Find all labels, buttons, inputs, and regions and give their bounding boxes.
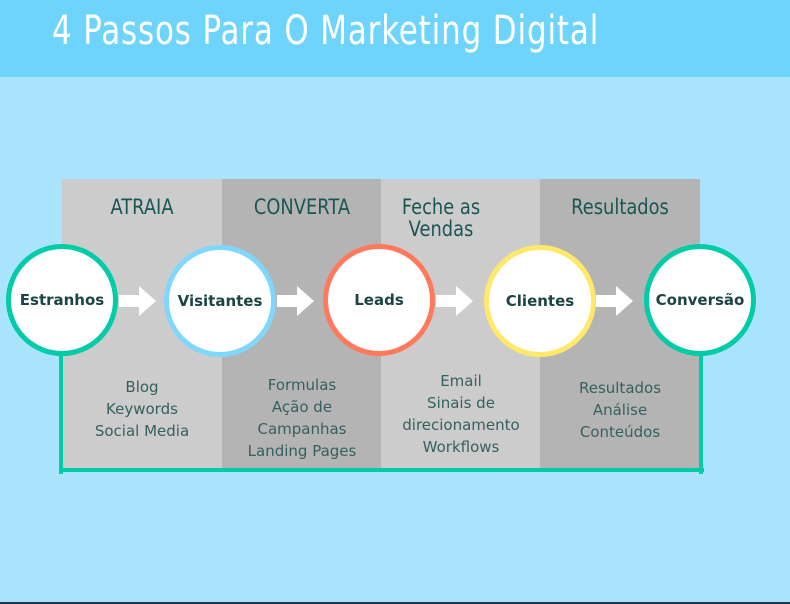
column-item: Social Media <box>94 422 190 440</box>
bottom-border <box>0 602 790 604</box>
connector-line-bottom <box>59 468 704 472</box>
arrow-right-icon <box>436 286 473 316</box>
header-banner: 4 Passos Para O Marketing Digital <box>0 0 790 77</box>
page-title: 4 Passos Para O Marketing Digital <box>52 8 600 54</box>
stage-visitantes: Visitantes <box>164 245 276 357</box>
column-item: direcionamento <box>402 416 520 434</box>
arrow-right-icon <box>119 286 156 316</box>
column-item: Resultados <box>578 379 662 397</box>
column-item: Análise <box>592 401 648 419</box>
column-heading: Feche as Vendas <box>401 195 481 241</box>
column-item: Formulas <box>267 376 337 394</box>
stage-conversao: Conversão <box>644 244 756 356</box>
stage-label: Clientes <box>505 292 575 310</box>
column-item: Workflows <box>422 438 500 456</box>
column-heading: CONVERTA <box>253 195 351 219</box>
column-item: Email <box>440 372 482 390</box>
column-heading: Resultados <box>571 195 669 219</box>
column-item: Conteúdos <box>579 423 661 441</box>
column-heading: ATRAIA <box>110 195 174 219</box>
stage-leads: Leads <box>323 244 435 356</box>
column-item: Ação de <box>271 398 333 416</box>
stage-estranhos: Estranhos <box>6 244 118 356</box>
column-item: Blog <box>125 378 159 396</box>
column-item: Campanhas <box>257 420 347 438</box>
arrow-right-icon <box>596 286 633 316</box>
stage-label: Estranhos <box>19 291 105 309</box>
connector-line-left <box>59 350 63 474</box>
stage-label: Conversão <box>655 291 745 309</box>
stage-label: Visitantes <box>177 292 263 310</box>
stage-clientes: Clientes <box>484 245 596 357</box>
connector-line-right <box>699 350 703 474</box>
column-item: Landing Pages <box>247 442 357 460</box>
arrow-right-icon <box>277 286 314 316</box>
column-item: Keywords <box>106 400 178 418</box>
column-item: Sinais de <box>427 394 495 412</box>
stage-label: Leads <box>354 291 404 309</box>
